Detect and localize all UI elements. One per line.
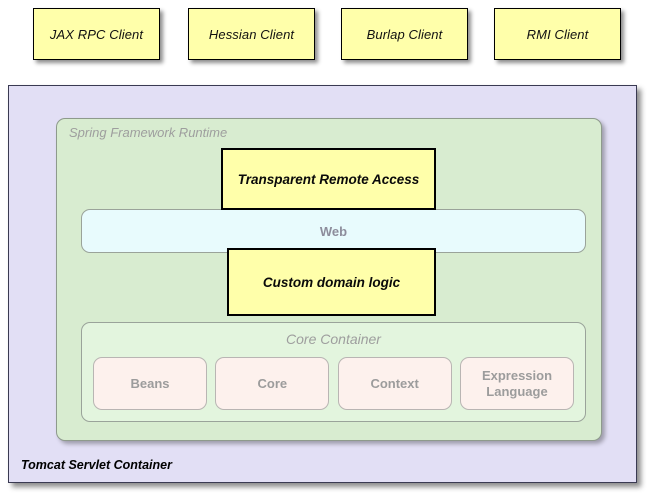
core-module-label: Core — [257, 375, 288, 391]
core-container-label: Core Container — [286, 331, 381, 347]
feature-box-transparent-remote-access[interactable]: Transparent Remote Access — [221, 148, 436, 210]
tomcat-servlet-container-label: Tomcat Servlet Container — [21, 458, 172, 472]
spring-framework-runtime-label: Spring Framework Runtime — [69, 125, 228, 140]
client-box-label: JAX RPC Client — [49, 26, 144, 42]
core-container: Core Container Beans Core Context Expres… — [81, 322, 586, 422]
feature-box-label: Transparent Remote Access — [237, 171, 420, 187]
core-module-expression-language[interactable]: Expression Language — [459, 357, 574, 410]
client-box-label: Burlap Client — [366, 26, 443, 42]
client-box-jax-rpc[interactable]: JAX RPC Client — [33, 8, 160, 60]
core-module-label: Context — [370, 375, 419, 391]
client-box-rmi[interactable]: RMI Client — [494, 8, 621, 60]
client-box-burlap[interactable]: Burlap Client — [341, 8, 468, 60]
feature-box-label: Custom domain logic — [262, 274, 401, 290]
core-module-core[interactable]: Core — [215, 357, 330, 410]
core-module-label: Expression Language — [481, 368, 553, 399]
core-module-list: Beans Core Context Expression Language — [93, 357, 574, 410]
core-module-label: Beans — [130, 375, 170, 391]
client-box-hessian[interactable]: Hessian Client — [188, 8, 315, 60]
core-module-context[interactable]: Context — [337, 357, 452, 410]
core-module-beans[interactable]: Beans — [93, 357, 207, 410]
web-layer-label: Web — [319, 223, 348, 239]
feature-box-custom-domain-logic[interactable]: Custom domain logic — [227, 248, 436, 316]
client-box-label: Hessian Client — [208, 26, 295, 42]
web-layer: Web — [81, 209, 586, 253]
client-box-label: RMI Client — [526, 26, 589, 42]
